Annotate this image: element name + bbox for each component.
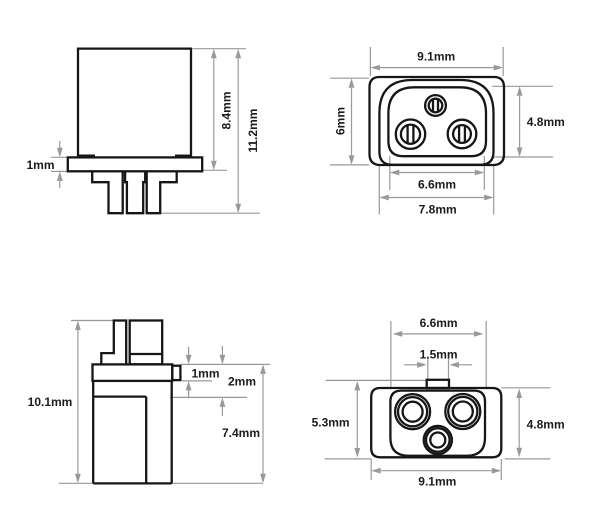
svg-text:9.1mm: 9.1mm xyxy=(417,49,455,63)
svg-text:6.6mm: 6.6mm xyxy=(418,178,456,192)
svg-text:9.1mm: 9.1mm xyxy=(418,474,456,488)
svg-text:7.8mm: 7.8mm xyxy=(419,202,457,216)
svg-text:6mm: 6mm xyxy=(334,107,348,135)
svg-text:7.4mm: 7.4mm xyxy=(222,426,260,440)
svg-text:6.6mm: 6.6mm xyxy=(420,316,458,330)
svg-text:4.8mm: 4.8mm xyxy=(527,115,565,129)
svg-text:8.4mm: 8.4mm xyxy=(219,91,233,129)
svg-text:1.5mm: 1.5mm xyxy=(420,347,458,361)
svg-text:1mm: 1mm xyxy=(26,158,54,172)
svg-text:1mm: 1mm xyxy=(192,367,220,381)
svg-text:11.2mm: 11.2mm xyxy=(246,109,260,153)
svg-text:2mm: 2mm xyxy=(228,374,256,388)
svg-text:4.8mm: 4.8mm xyxy=(527,417,565,431)
svg-text:10.1mm: 10.1mm xyxy=(28,395,73,409)
svg-text:5.3mm: 5.3mm xyxy=(312,415,350,429)
